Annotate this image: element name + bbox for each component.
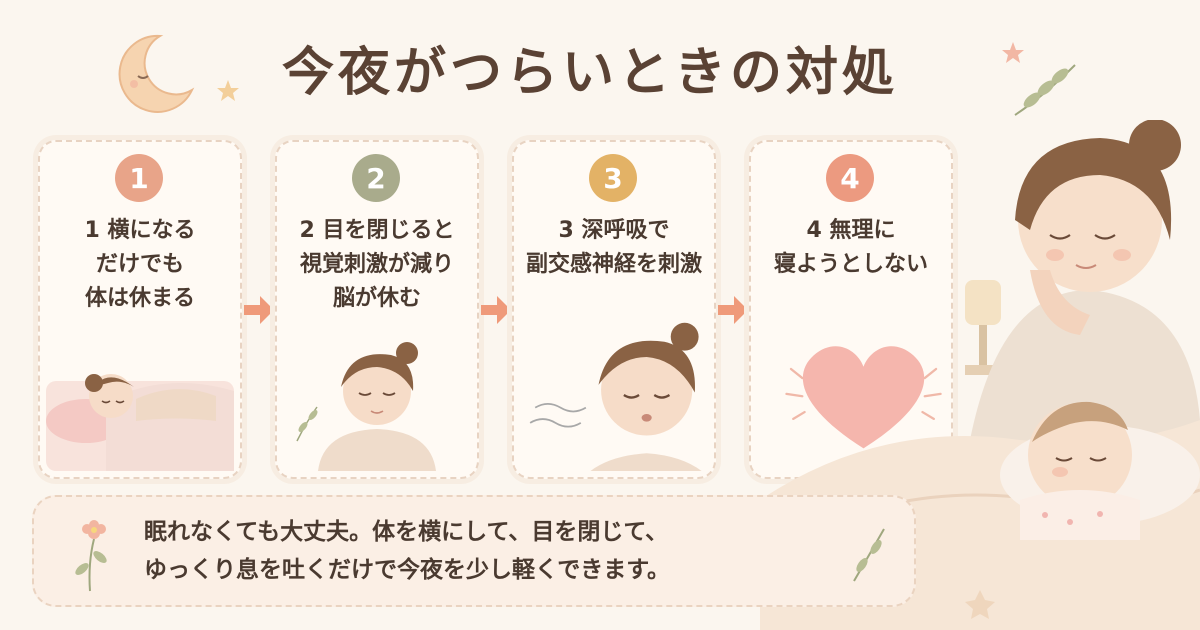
step-card-3: 3 3 深呼吸で 副交感神経を刺激 — [512, 140, 716, 479]
summary-note: 眠れなくても大丈夫。体を横にして、目を閉じて、 ゆっくり息を吐くだけで今夜を少し… — [32, 495, 916, 607]
leaf-icon — [1014, 64, 1076, 116]
step-line: 4 無理に — [806, 218, 896, 243]
step-text: 4 無理に 寝ようとしない — [751, 214, 951, 282]
step-card-4: 4 4 無理に 寝ようとしない — [749, 140, 953, 479]
step-number-badge: 4 — [826, 154, 874, 202]
arrow-right-icon — [244, 296, 274, 324]
page-title: 今夜がつらいときの対処 — [281, 43, 898, 103]
closed-eyes-woman-illustration — [296, 342, 436, 471]
heart-illustration — [785, 346, 942, 449]
step-number-badge: 1 — [115, 154, 163, 202]
step-line: 副交感神経を刺激 — [525, 252, 702, 277]
moon-icon — [118, 34, 195, 113]
step-number-badge: 2 — [352, 154, 400, 202]
step-text: 1 横になる だけでも 体は休まる — [40, 214, 240, 316]
step-line: 3 深呼吸で — [558, 218, 670, 243]
step-card-1: 1 1 横になる だけでも 体は休まる — [38, 140, 242, 479]
note-text: 眠れなくても大丈夫。体を横にして、目を閉じて、 ゆっくり息を吐くだけで今夜を少し… — [144, 513, 854, 589]
leaf-icon — [853, 528, 885, 582]
step-text: 2 目を閉じると 視覚刺激が減り 脳が休む — [277, 214, 477, 316]
step-line: 2 目を閉じると — [299, 218, 455, 243]
step-card-2: 2 2 目を閉じると 視覚刺激が減り 脳が休む — [275, 140, 479, 479]
step-line: 視覚刺激が減り — [299, 252, 454, 277]
note-line: 眠れなくても大丈夫。体を横にして、目を閉じて、 — [144, 519, 669, 545]
lying-woman-illustration — [46, 374, 234, 471]
star-icon — [1002, 42, 1024, 63]
step-number-badge: 3 — [589, 154, 637, 202]
step-line: 寝ようとしない — [773, 252, 928, 277]
arrow-right-icon — [718, 296, 748, 324]
step-line: 体は休まる — [84, 286, 195, 311]
flower-icon — [75, 520, 107, 592]
step-line: 脳が休む — [332, 286, 421, 311]
note-line: ゆっくり息を吐くだけで今夜を少し軽くできます。 — [144, 557, 671, 583]
step-line: 1 横になる — [84, 218, 196, 243]
star-icon — [217, 80, 239, 101]
breathing-woman-illustration — [529, 322, 702, 471]
heart-icon — [802, 346, 925, 449]
step-line: だけでも — [95, 252, 184, 277]
arrow-right-icon — [481, 296, 511, 324]
step-text: 3 深呼吸で 副交感神経を刺激 — [514, 214, 714, 282]
